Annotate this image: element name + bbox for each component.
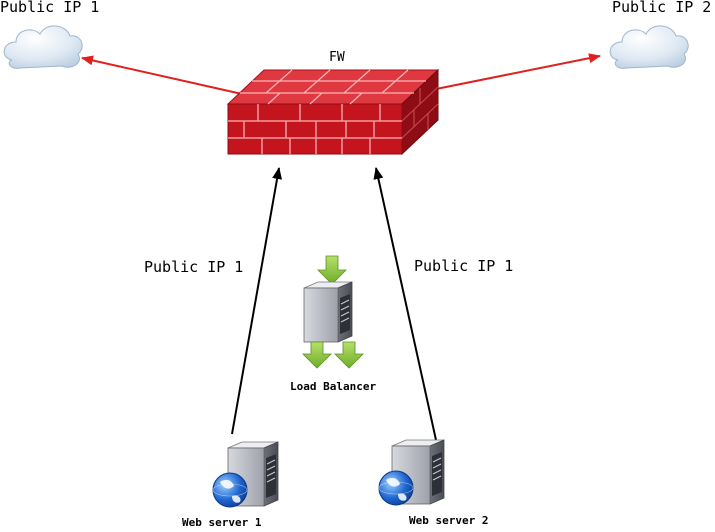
public-ip-right-label: Public IP 2 bbox=[612, 0, 712, 16]
cloud-icon bbox=[609, 25, 689, 69]
firewall-icon bbox=[226, 68, 440, 156]
load-balancer-label: Load Balancer bbox=[290, 380, 377, 393]
link-left-label: Public IP 1 bbox=[144, 258, 244, 276]
web-server-icon bbox=[378, 439, 445, 506]
web-server-1-label: Web server 1 bbox=[182, 516, 262, 529]
link-right-label: Public IP 1 bbox=[414, 257, 514, 275]
cloud-icon bbox=[3, 25, 83, 69]
firewall-label: FW bbox=[329, 50, 345, 65]
web-server-2-label: Web server 2 bbox=[409, 514, 489, 527]
edge-web-server-1-to-fw bbox=[231, 167, 283, 435]
web-server-icon bbox=[212, 441, 279, 508]
edge-web-server-2-to-fw bbox=[373, 167, 437, 441]
public-ip-left-label: Public IP 1 bbox=[0, 0, 100, 16]
load-balancer-icon bbox=[302, 255, 364, 369]
edge-fw-to-cloud-right bbox=[435, 53, 601, 90]
edge-fw-to-cloud-left bbox=[81, 55, 243, 95]
